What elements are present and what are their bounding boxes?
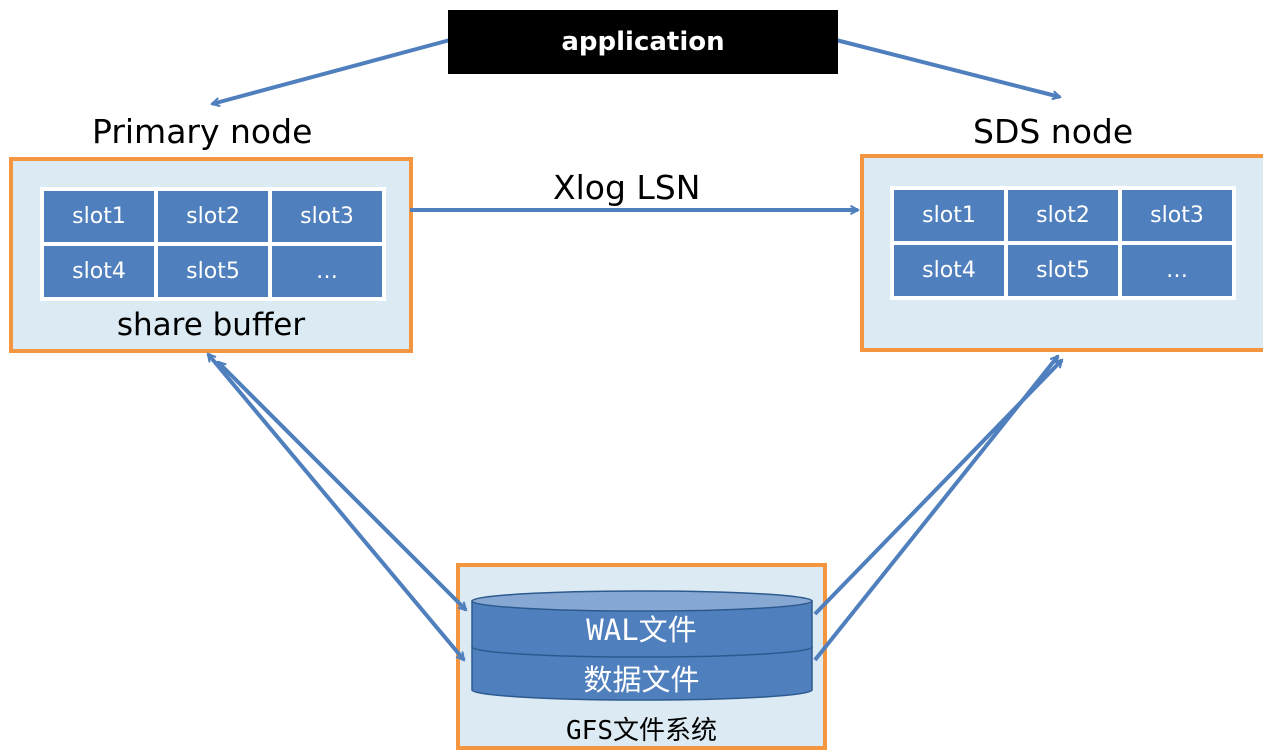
app-to-sds-arrow [835, 38, 1060, 97]
primary-share-buffer-grid: slot1 slot2 slot3 slot4 slot5 … [40, 187, 386, 301]
primary-wal-arrow [218, 362, 466, 610]
sds-buffer-grid: slot1 slot2 slot3 slot4 slot5 … [890, 186, 1236, 300]
wal-file-label: WAL文件 [586, 613, 697, 647]
sds-slot: … [1122, 245, 1232, 296]
primary-slot: slot3 [272, 191, 382, 242]
primary-slot: … [272, 246, 382, 297]
sds-slot: slot4 [894, 245, 1004, 296]
sds-slot: slot1 [894, 190, 1004, 241]
app-to-primary-arrow [212, 38, 451, 104]
primary-slot: slot1 [44, 191, 154, 242]
data-file-label: 数据文件 [583, 663, 700, 697]
data-to-sds-arrow [813, 356, 1060, 662]
storage-cylinder [471, 590, 813, 701]
sds-slot: slot2 [1008, 190, 1118, 241]
sds-slot: slot5 [1008, 245, 1118, 296]
primary-slot: slot5 [158, 246, 268, 297]
primary-slot: slot2 [158, 191, 268, 242]
gfs-filesystem-caption: GFS文件系统 [566, 716, 717, 746]
wal-to-sds-arrow [813, 360, 1062, 616]
sds-node-title: SDS node [973, 112, 1134, 151]
sds-slot: slot3 [1122, 190, 1232, 241]
gfs-storage-box: WAL文件 数据文件 GFS文件系统 [456, 563, 827, 750]
primary-node-title: Primary node [92, 112, 313, 151]
application-label: application [561, 27, 725, 57]
primary-data-arrow [206, 354, 466, 660]
sds-node-box: slot1 slot2 slot3 slot4 slot5 … [860, 154, 1263, 352]
xlog-lsn-label: Xlog LSN [553, 168, 701, 207]
primary-slot: slot4 [44, 246, 154, 297]
share-buffer-caption: share buffer [116, 307, 306, 343]
application-box: application [448, 10, 838, 74]
primary-node-box: slot1 slot2 slot3 slot4 slot5 … share bu… [9, 157, 413, 353]
